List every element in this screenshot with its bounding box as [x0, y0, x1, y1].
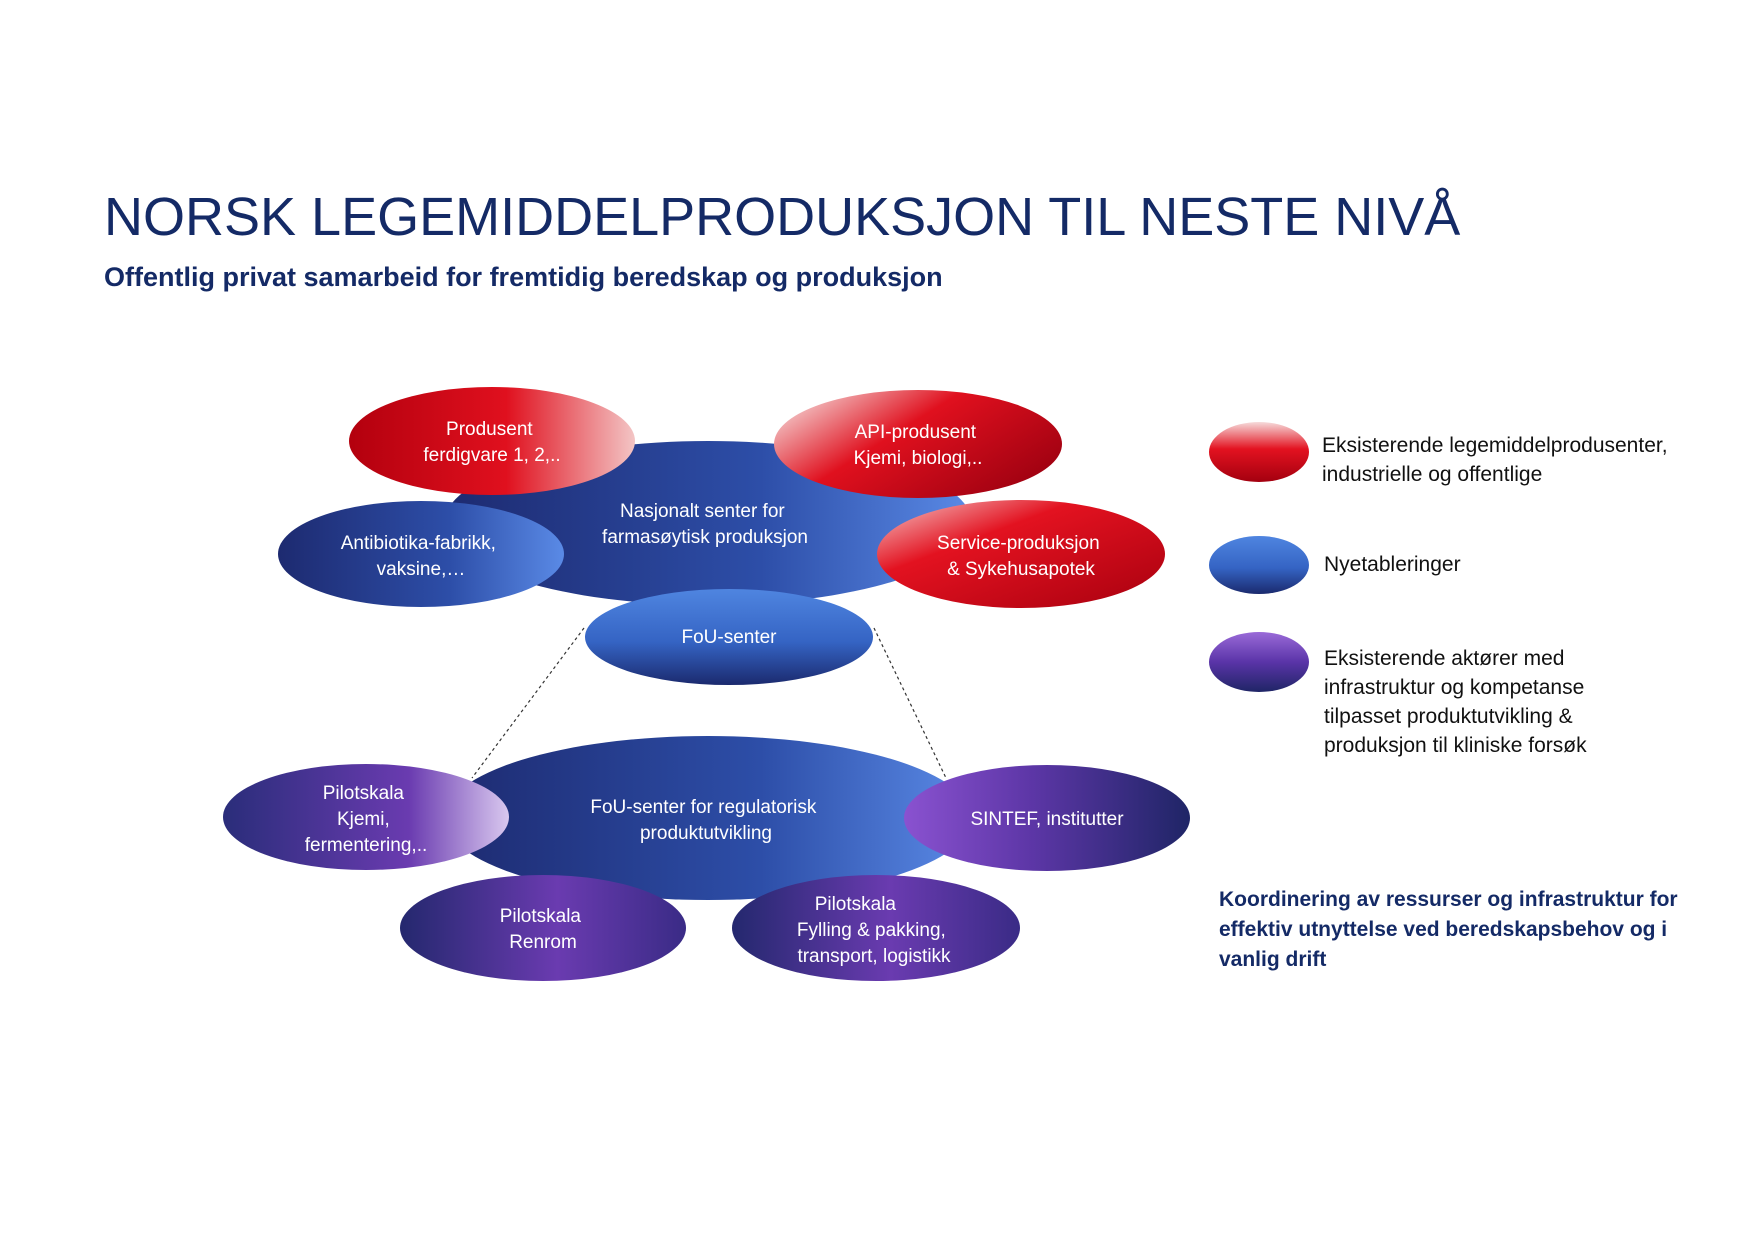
fou-senter-ellipse — [585, 589, 873, 685]
page-subtitle: Offentlig privat samarbeid for fremtidig… — [104, 262, 943, 292]
antibiotika-label: Antibiotika-fabrikk, vaksine,… — [341, 533, 502, 580]
pilot-kjemi-label: Pilotskala Kjemi, fermentering,.. — [305, 783, 428, 856]
fou-senter-label: FoU-senter — [681, 627, 777, 648]
legend-swatch-blue — [1209, 536, 1309, 594]
api-produsent-label: API-produsent Kjemi, biologi,.. — [854, 422, 983, 469]
legend-label-existing-producers: Eksisterende legemiddelprodusenter, indu… — [1322, 434, 1668, 486]
api-produsent-ellipse — [774, 390, 1062, 498]
service-ellipse — [877, 500, 1165, 608]
coordination-note: Koordinering av ressurser og infrastrukt… — [1219, 888, 1678, 971]
connector-line-right — [873, 627, 947, 779]
fou-regulatorisk-label: FoU-senter for regulatorisk produktutvik… — [590, 797, 821, 844]
legend-label-new-establishments: Nyetableringer — [1324, 553, 1461, 576]
pilot-kjemi-ellipse — [223, 764, 509, 870]
pilot-fylling-ellipse — [732, 875, 1020, 981]
nasjonalt-senter-label: Nasjonalt senter for farmasøytisk produk… — [602, 501, 808, 548]
connector-line-left — [471, 627, 585, 779]
sintef-ellipse — [904, 765, 1190, 871]
page-title: NORSK LEGEMIDDELPRODUKSJON TIL NESTE NIV… — [104, 187, 1461, 247]
produsent-label: Produsent ferdigvare 1, 2,.. — [423, 419, 560, 466]
pilot-fylling-label: Pilotskala Fylling & pakking, transport,… — [797, 894, 951, 967]
fou-regulatorisk-ellipse — [444, 736, 972, 900]
sintef-label: SINTEF, institutter — [970, 809, 1124, 830]
legend-swatch-purple — [1209, 632, 1309, 692]
produsent-ellipse — [349, 387, 635, 495]
antibiotika-ellipse — [278, 501, 564, 607]
pilot-renrom-ellipse — [400, 875, 686, 981]
pilot-renrom-label: Pilotskala Renrom — [500, 906, 587, 953]
service-label: Service-produksjon & Sykehusapotek — [937, 533, 1105, 580]
legend-label-existing-actors: Eksisterende aktører med infrastruktur o… — [1324, 647, 1587, 757]
legend-swatch-red — [1209, 422, 1309, 482]
